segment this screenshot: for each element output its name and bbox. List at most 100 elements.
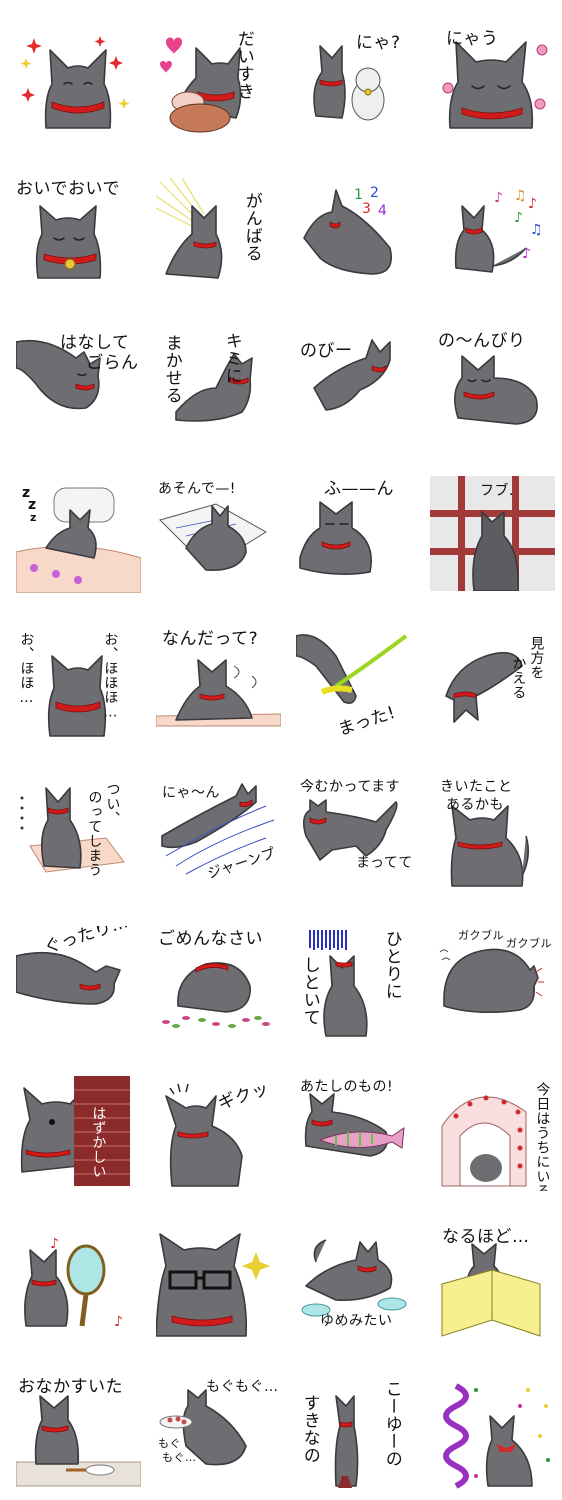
shivering-cat xyxy=(439,948,544,1014)
sticker-20[interactable]: 見方を かえる xyxy=(436,626,561,741)
upside-down-cat xyxy=(445,651,523,723)
cushion-icon xyxy=(20,787,125,873)
caption: まかせる xyxy=(161,334,182,404)
exhausted-cat xyxy=(16,951,121,1005)
sticker-6[interactable]: がんばる xyxy=(156,178,281,293)
sticker-12[interactable]: の〜んびり xyxy=(436,328,561,443)
relaxing-cat xyxy=(454,355,538,425)
sticker-38[interactable]: もぐもぐ… もぐ もぐ… xyxy=(156,1376,281,1491)
standing-cat xyxy=(334,1395,359,1488)
mirror-icon: ♪ ♪ xyxy=(24,1236,123,1330)
sticker-28[interactable]: ガクブル ガクブル xyxy=(436,926,561,1041)
pondering-cat xyxy=(450,805,530,887)
pillow-icon xyxy=(16,487,141,593)
stretching-cat xyxy=(313,339,391,411)
sticker-35[interactable]: ゆめみたい xyxy=(296,1226,421,1341)
newspaper-icon xyxy=(441,1243,541,1337)
caption: のびー xyxy=(300,341,353,361)
sticker-7[interactable]: 1 2 3 4 xyxy=(296,178,421,293)
sticker-22[interactable]: にゃ〜ん ジャーンプ xyxy=(156,776,281,891)
sticker-11[interactable]: のびー xyxy=(296,328,421,443)
caption: だいすき xyxy=(233,30,254,100)
music-notes-icon: ♪♫ ♪♪ ♫♪ xyxy=(454,188,543,273)
sticker-31[interactable]: あたしのもの! xyxy=(296,1076,421,1191)
confetti-icon xyxy=(443,1383,550,1489)
sticker-5[interactable]: おいでおいで xyxy=(16,178,141,293)
sticker-2[interactable]: だいすき xyxy=(156,28,281,143)
sticker-18[interactable]: なんだって? xyxy=(156,626,281,741)
laughing-cat xyxy=(47,655,107,737)
sticker-1[interactable] xyxy=(16,28,141,143)
sticker-27[interactable]: ひとりに しといて xyxy=(296,926,421,1041)
sticker-3[interactable]: にゃ? xyxy=(296,28,421,143)
sticker-25[interactable]: ぐったり… xyxy=(16,926,141,1041)
caption: しといて xyxy=(299,956,320,1026)
sparkle-icon xyxy=(20,36,130,129)
caption: 3 xyxy=(362,201,372,217)
fish-toy-icon xyxy=(304,1093,405,1157)
sulky-cat xyxy=(299,501,372,576)
cloud-icon xyxy=(301,1239,407,1317)
caption: なんだって? xyxy=(162,629,259,649)
caption: ごめんなさい xyxy=(158,929,263,949)
flower-icon xyxy=(442,41,548,129)
lucky-cat-icon xyxy=(313,45,385,121)
sticker-30[interactable]: ギクッ xyxy=(156,1076,281,1191)
caption: ガクブル xyxy=(506,937,552,950)
sticker-10[interactable]: キミに まかせる xyxy=(156,328,281,443)
caption: ひとりに xyxy=(381,930,402,1000)
sticker-13[interactable]: z z z xyxy=(16,478,141,593)
sticker-21[interactable]: つい、 のってしまう xyxy=(16,776,141,891)
brick-wall-icon xyxy=(20,1076,130,1186)
caption: おなかすいた xyxy=(18,1377,123,1397)
caption: にゃ? xyxy=(356,33,401,53)
sticker-34[interactable] xyxy=(156,1226,281,1341)
number-icon xyxy=(303,189,392,275)
sticker-26[interactable]: ごめんなさい xyxy=(156,926,281,1041)
caption: はずかしい… xyxy=(90,1106,107,1191)
caption: ごらん xyxy=(86,353,139,373)
caption: z xyxy=(30,511,37,524)
caption: にゃ〜ん xyxy=(162,785,220,801)
caption: おいでおいで xyxy=(16,179,120,199)
caption: ふ——ん xyxy=(324,479,394,499)
caption: 今むかってます xyxy=(300,779,401,795)
gloom-lines-icon xyxy=(309,930,368,1037)
svg-text:♪: ♪ xyxy=(114,1314,123,1330)
sticker-4[interactable]: にゃう xyxy=(436,28,561,143)
cat-house-icon xyxy=(441,1095,527,1187)
bell-icon xyxy=(35,205,102,279)
sticker-14[interactable]: あそんで—! xyxy=(156,478,281,593)
sticker-39[interactable]: すきなの こーゆーの xyxy=(296,1376,421,1491)
sticker-36[interactable]: なるほど… xyxy=(436,1226,561,1341)
svg-text:♪: ♪ xyxy=(522,246,531,262)
sticker-24[interactable]: きいたこと あるかも xyxy=(436,776,561,891)
caption: フブ. xyxy=(480,483,514,499)
heart-icon xyxy=(160,37,242,133)
sticker-40[interactable] xyxy=(436,1376,561,1491)
curious-cat xyxy=(156,659,281,727)
caption: まってて xyxy=(356,855,413,871)
sticker-29[interactable]: はずかしい… xyxy=(16,1076,141,1191)
sticker-17[interactable]: お、ほほ… お、ほほほ… xyxy=(16,626,141,741)
caption: 今日はうちにいる xyxy=(534,1082,551,1191)
sticker-33[interactable]: ♪ ♪ xyxy=(16,1226,141,1341)
sticker-19[interactable]: まった! xyxy=(296,626,421,741)
startled-cat xyxy=(165,1083,243,1187)
sticker-23[interactable]: 今むかってます まってて xyxy=(296,776,421,891)
caption: z xyxy=(22,485,31,501)
sticker-8[interactable]: ♪♫ ♪♪ ♫♪ xyxy=(436,178,561,293)
lounging-cat xyxy=(175,353,253,422)
sticker-9[interactable]: はなして ごらん xyxy=(16,328,141,443)
caption: の〜んびり xyxy=(438,331,526,351)
caption: お、ほほ… xyxy=(18,632,35,707)
sticker-32[interactable]: 今日はうちにいる xyxy=(436,1076,561,1191)
sticker-15[interactable]: ふ——ん xyxy=(296,478,421,593)
sticker-16[interactable]: フブ. xyxy=(430,476,555,591)
reaching-cat xyxy=(16,339,101,410)
caption: もぐ xyxy=(158,1437,181,1450)
sticker-37[interactable]: おなかすいた xyxy=(16,1376,141,1491)
caption: お、ほほほ… xyxy=(102,632,119,721)
petals-icon xyxy=(162,962,270,1028)
svg-text:♪: ♪ xyxy=(494,190,503,206)
